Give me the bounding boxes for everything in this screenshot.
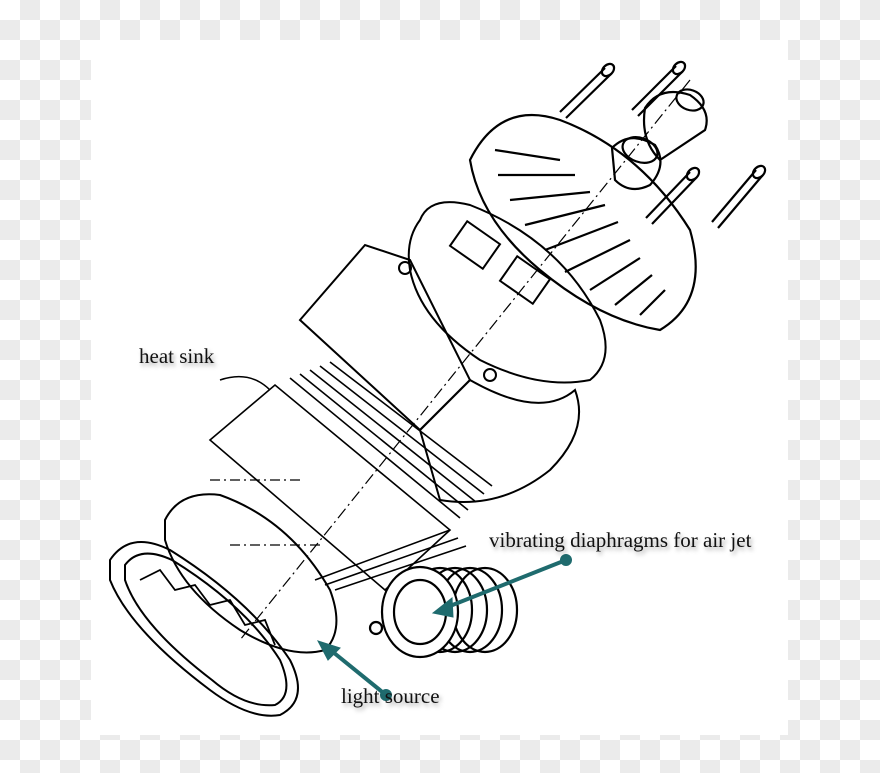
arrow-diaphragms xyxy=(444,558,567,610)
pointer-arrows xyxy=(316,554,572,701)
label-light-source: light source xyxy=(341,684,440,708)
driver-plate xyxy=(407,201,607,384)
heat-sink-pointer xyxy=(219,375,271,391)
label-diaphragms: vibrating diaphragms for air jet xyxy=(489,528,752,552)
lens-ring xyxy=(109,541,299,717)
main-body-casing xyxy=(298,243,581,503)
lamp-base-icon xyxy=(610,88,708,191)
screw-icon xyxy=(559,60,767,229)
light-source-plate xyxy=(164,479,338,654)
heat-sink-fins xyxy=(208,361,493,592)
dome-housing xyxy=(468,113,697,332)
label-heat-sink: heat sink xyxy=(139,344,215,368)
arrow-light-source xyxy=(326,646,388,697)
